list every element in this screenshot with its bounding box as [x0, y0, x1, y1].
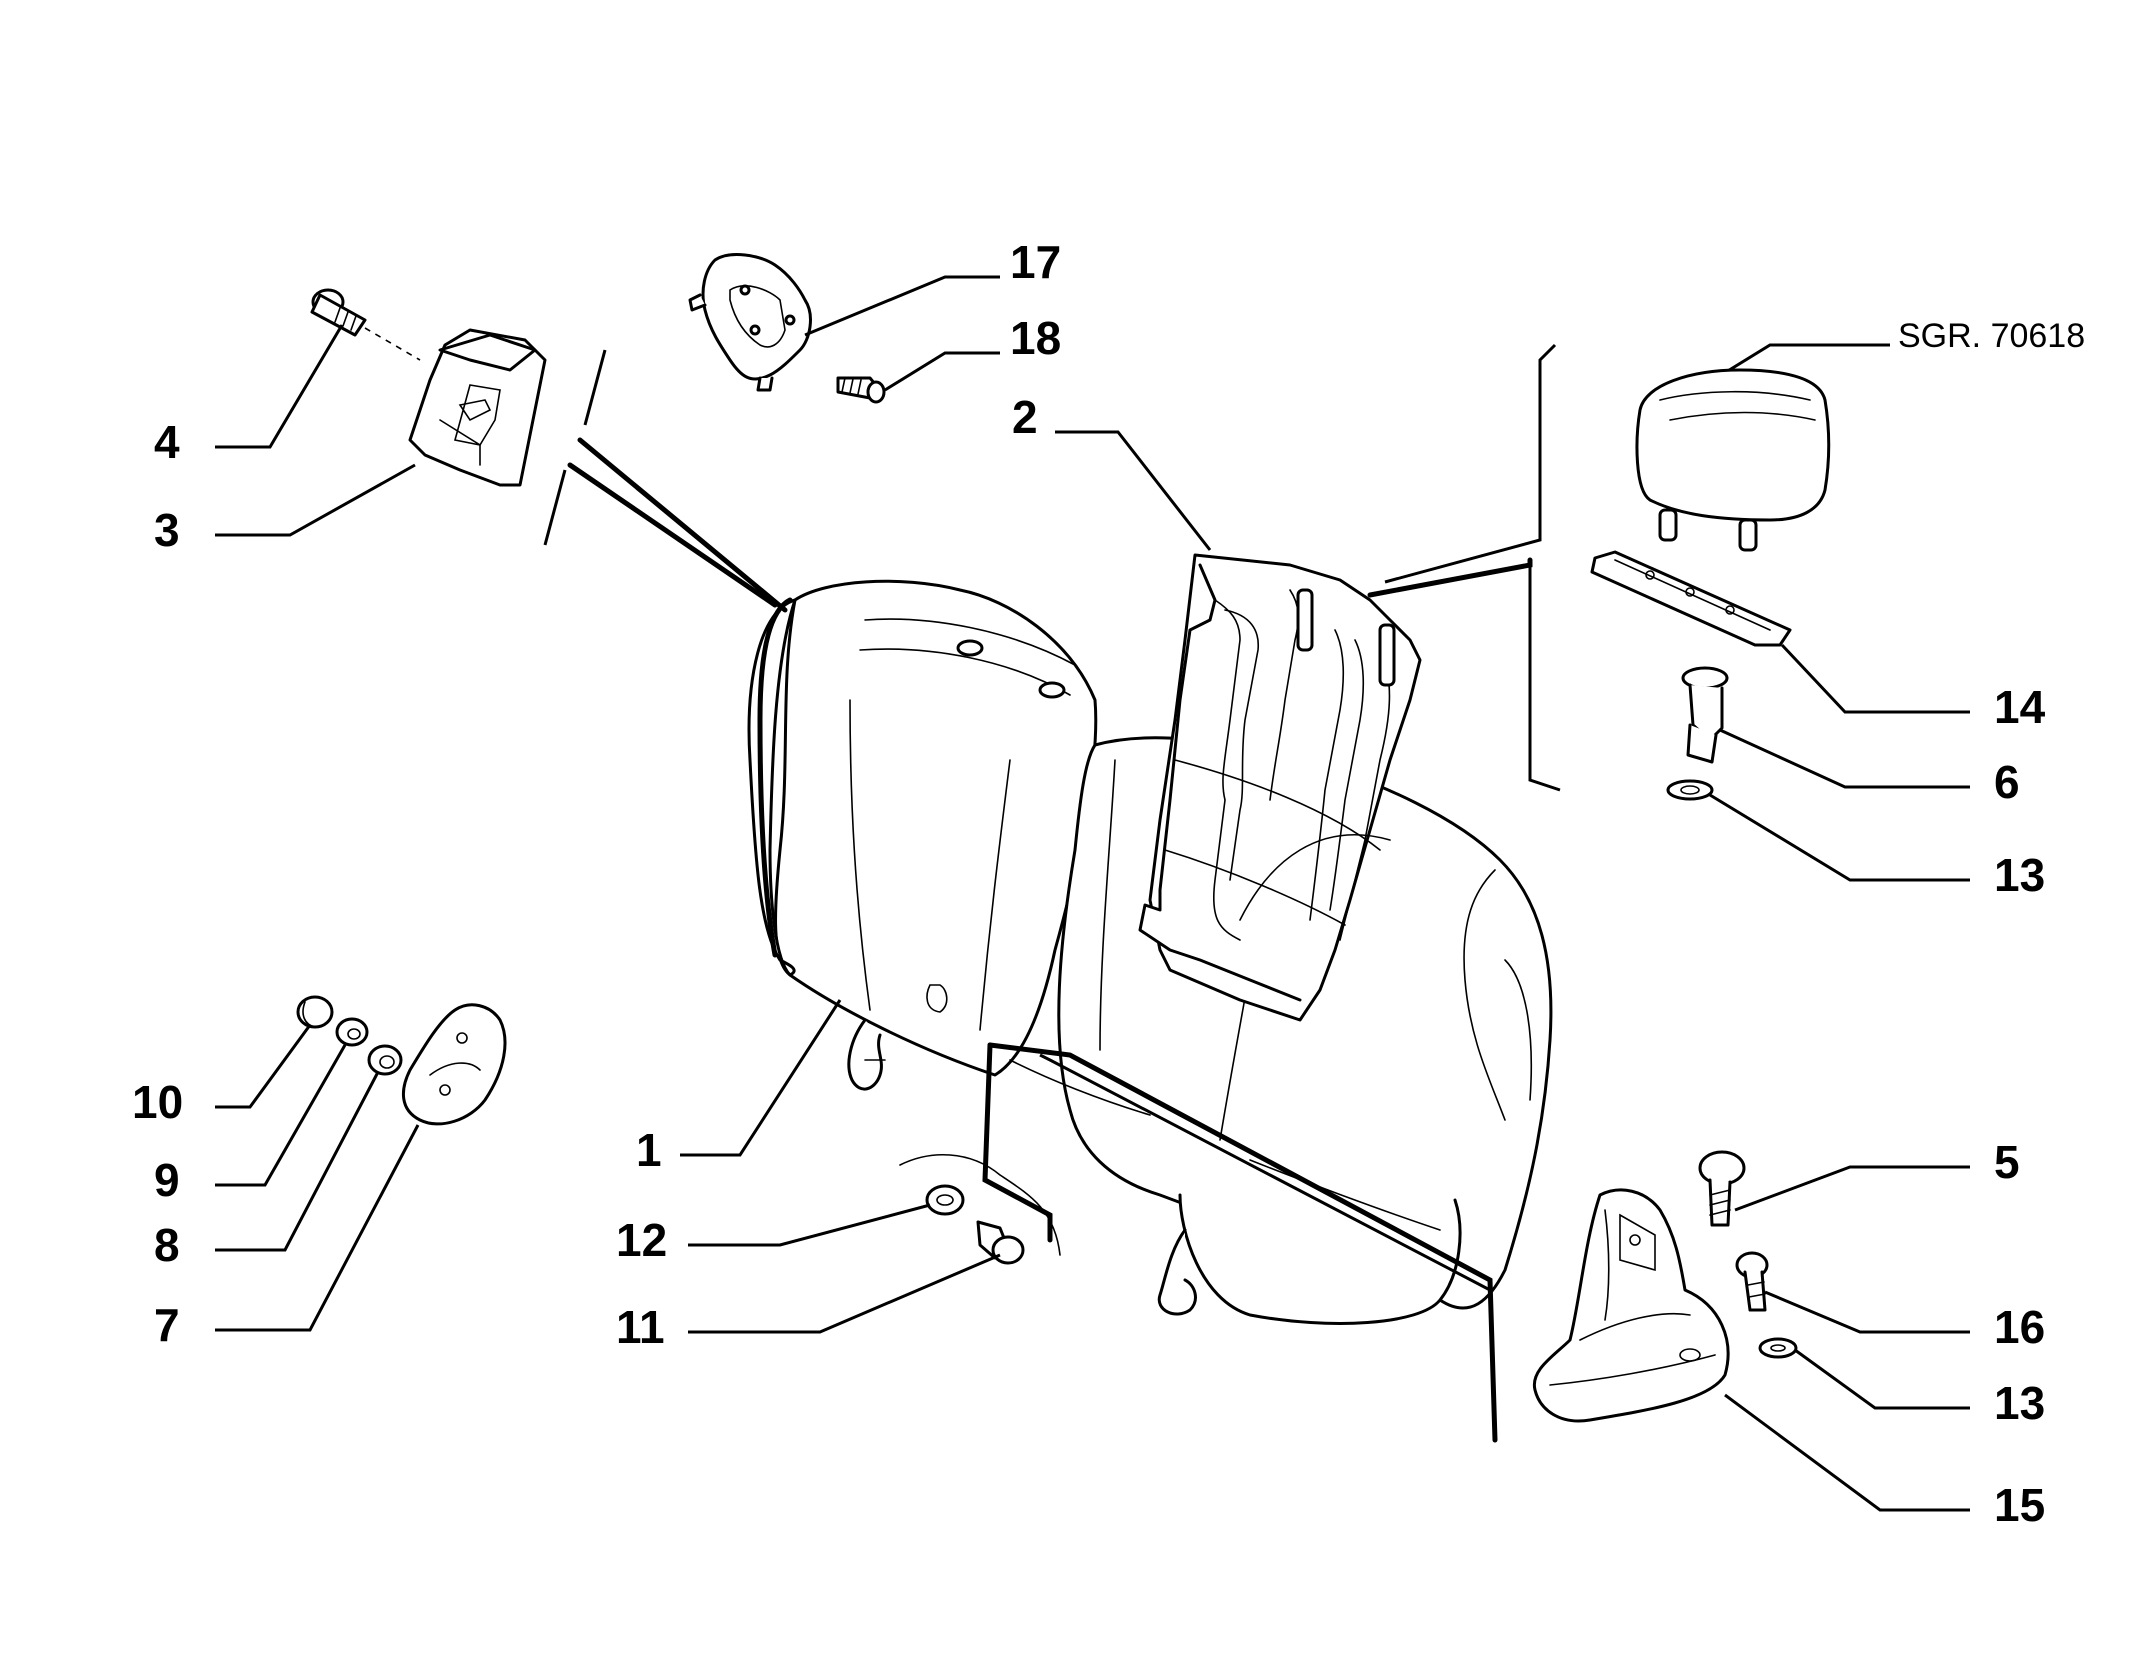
callout-7: 7 [154, 1299, 180, 1351]
reference-code: SGR. 70618 [1898, 317, 2085, 355]
leader-lines [215, 275, 1970, 1512]
callout-8: 8 [154, 1219, 180, 1271]
leader-3 [215, 463, 416, 537]
callout-3: 3 [154, 504, 180, 556]
bushing-8 [367, 1044, 403, 1076]
leader-12 [688, 1203, 931, 1247]
callout-1: 1 [636, 1124, 662, 1176]
leader-15 [1724, 1393, 1970, 1512]
leader-7 [215, 1124, 420, 1332]
bushing-9 [335, 1017, 369, 1047]
washer-13-upper [1666, 779, 1714, 801]
callout-4: 4 [154, 416, 180, 468]
bolt-4 [310, 288, 421, 361]
cap-10 [296, 995, 334, 1029]
callout-6: 6 [1994, 756, 2020, 808]
break-line-upper [1384, 343, 1557, 584]
leader-2 [1055, 430, 1212, 551]
bracket-plate-17 [688, 253, 812, 392]
leader-6 [1719, 728, 1970, 789]
leader-5 [1734, 1165, 1970, 1212]
callout-12: 12 [616, 1214, 667, 1266]
leader-9 [215, 1044, 347, 1187]
callout-10: 10 [132, 1076, 183, 1128]
leader-1 [680, 999, 842, 1157]
break-line-right [1528, 565, 1561, 792]
callout-16: 16 [1994, 1301, 2045, 1353]
callout-13-lower: 13 [1994, 1377, 2045, 1429]
leader-18 [884, 351, 1000, 392]
callout-13-upper: 13 [1994, 849, 2045, 901]
leader-14 [1780, 643, 1970, 714]
leader-11 [688, 1253, 1001, 1334]
break-line-left-b [543, 469, 567, 546]
bushing-12 [925, 1184, 965, 1216]
bolt-16 [1735, 1251, 1769, 1312]
leader-8 [215, 1071, 380, 1252]
headrest-guide-6 [1681, 666, 1729, 764]
callout-17: 17 [1010, 236, 1061, 288]
callout-2: 2 [1012, 391, 1038, 443]
headrest-plate-14 [1590, 550, 1792, 647]
knob-screw-5 [1698, 1150, 1746, 1227]
break-line-left-a [583, 349, 607, 426]
leader-16 [1764, 1290, 1970, 1334]
headrest [1635, 368, 1831, 552]
callout-18: 18 [1010, 312, 1061, 364]
callout-11: 11 [616, 1301, 665, 1353]
callout-15: 15 [1994, 1479, 2045, 1531]
washer-13-lower [1758, 1337, 1798, 1359]
leader-13-lower [1794, 1348, 1970, 1410]
leader-13-upper [1709, 793, 1970, 882]
callout-5: 5 [1994, 1136, 2020, 1188]
bracket-plate-7 [401, 1003, 507, 1126]
seat-back-frame [1138, 553, 1422, 1022]
pin-11 [976, 1220, 1025, 1265]
callout-9: 9 [154, 1154, 180, 1206]
callout-14: 14 [1994, 681, 2046, 733]
screw-18 [836, 376, 886, 404]
latch-housing [408, 328, 547, 487]
leader-10 [215, 1024, 312, 1109]
hinge-bracket-15 [1532, 1188, 1730, 1423]
leader-4 [215, 324, 344, 449]
seat-back-cushion [747, 579, 1553, 1325]
leader-17 [804, 275, 1000, 337]
